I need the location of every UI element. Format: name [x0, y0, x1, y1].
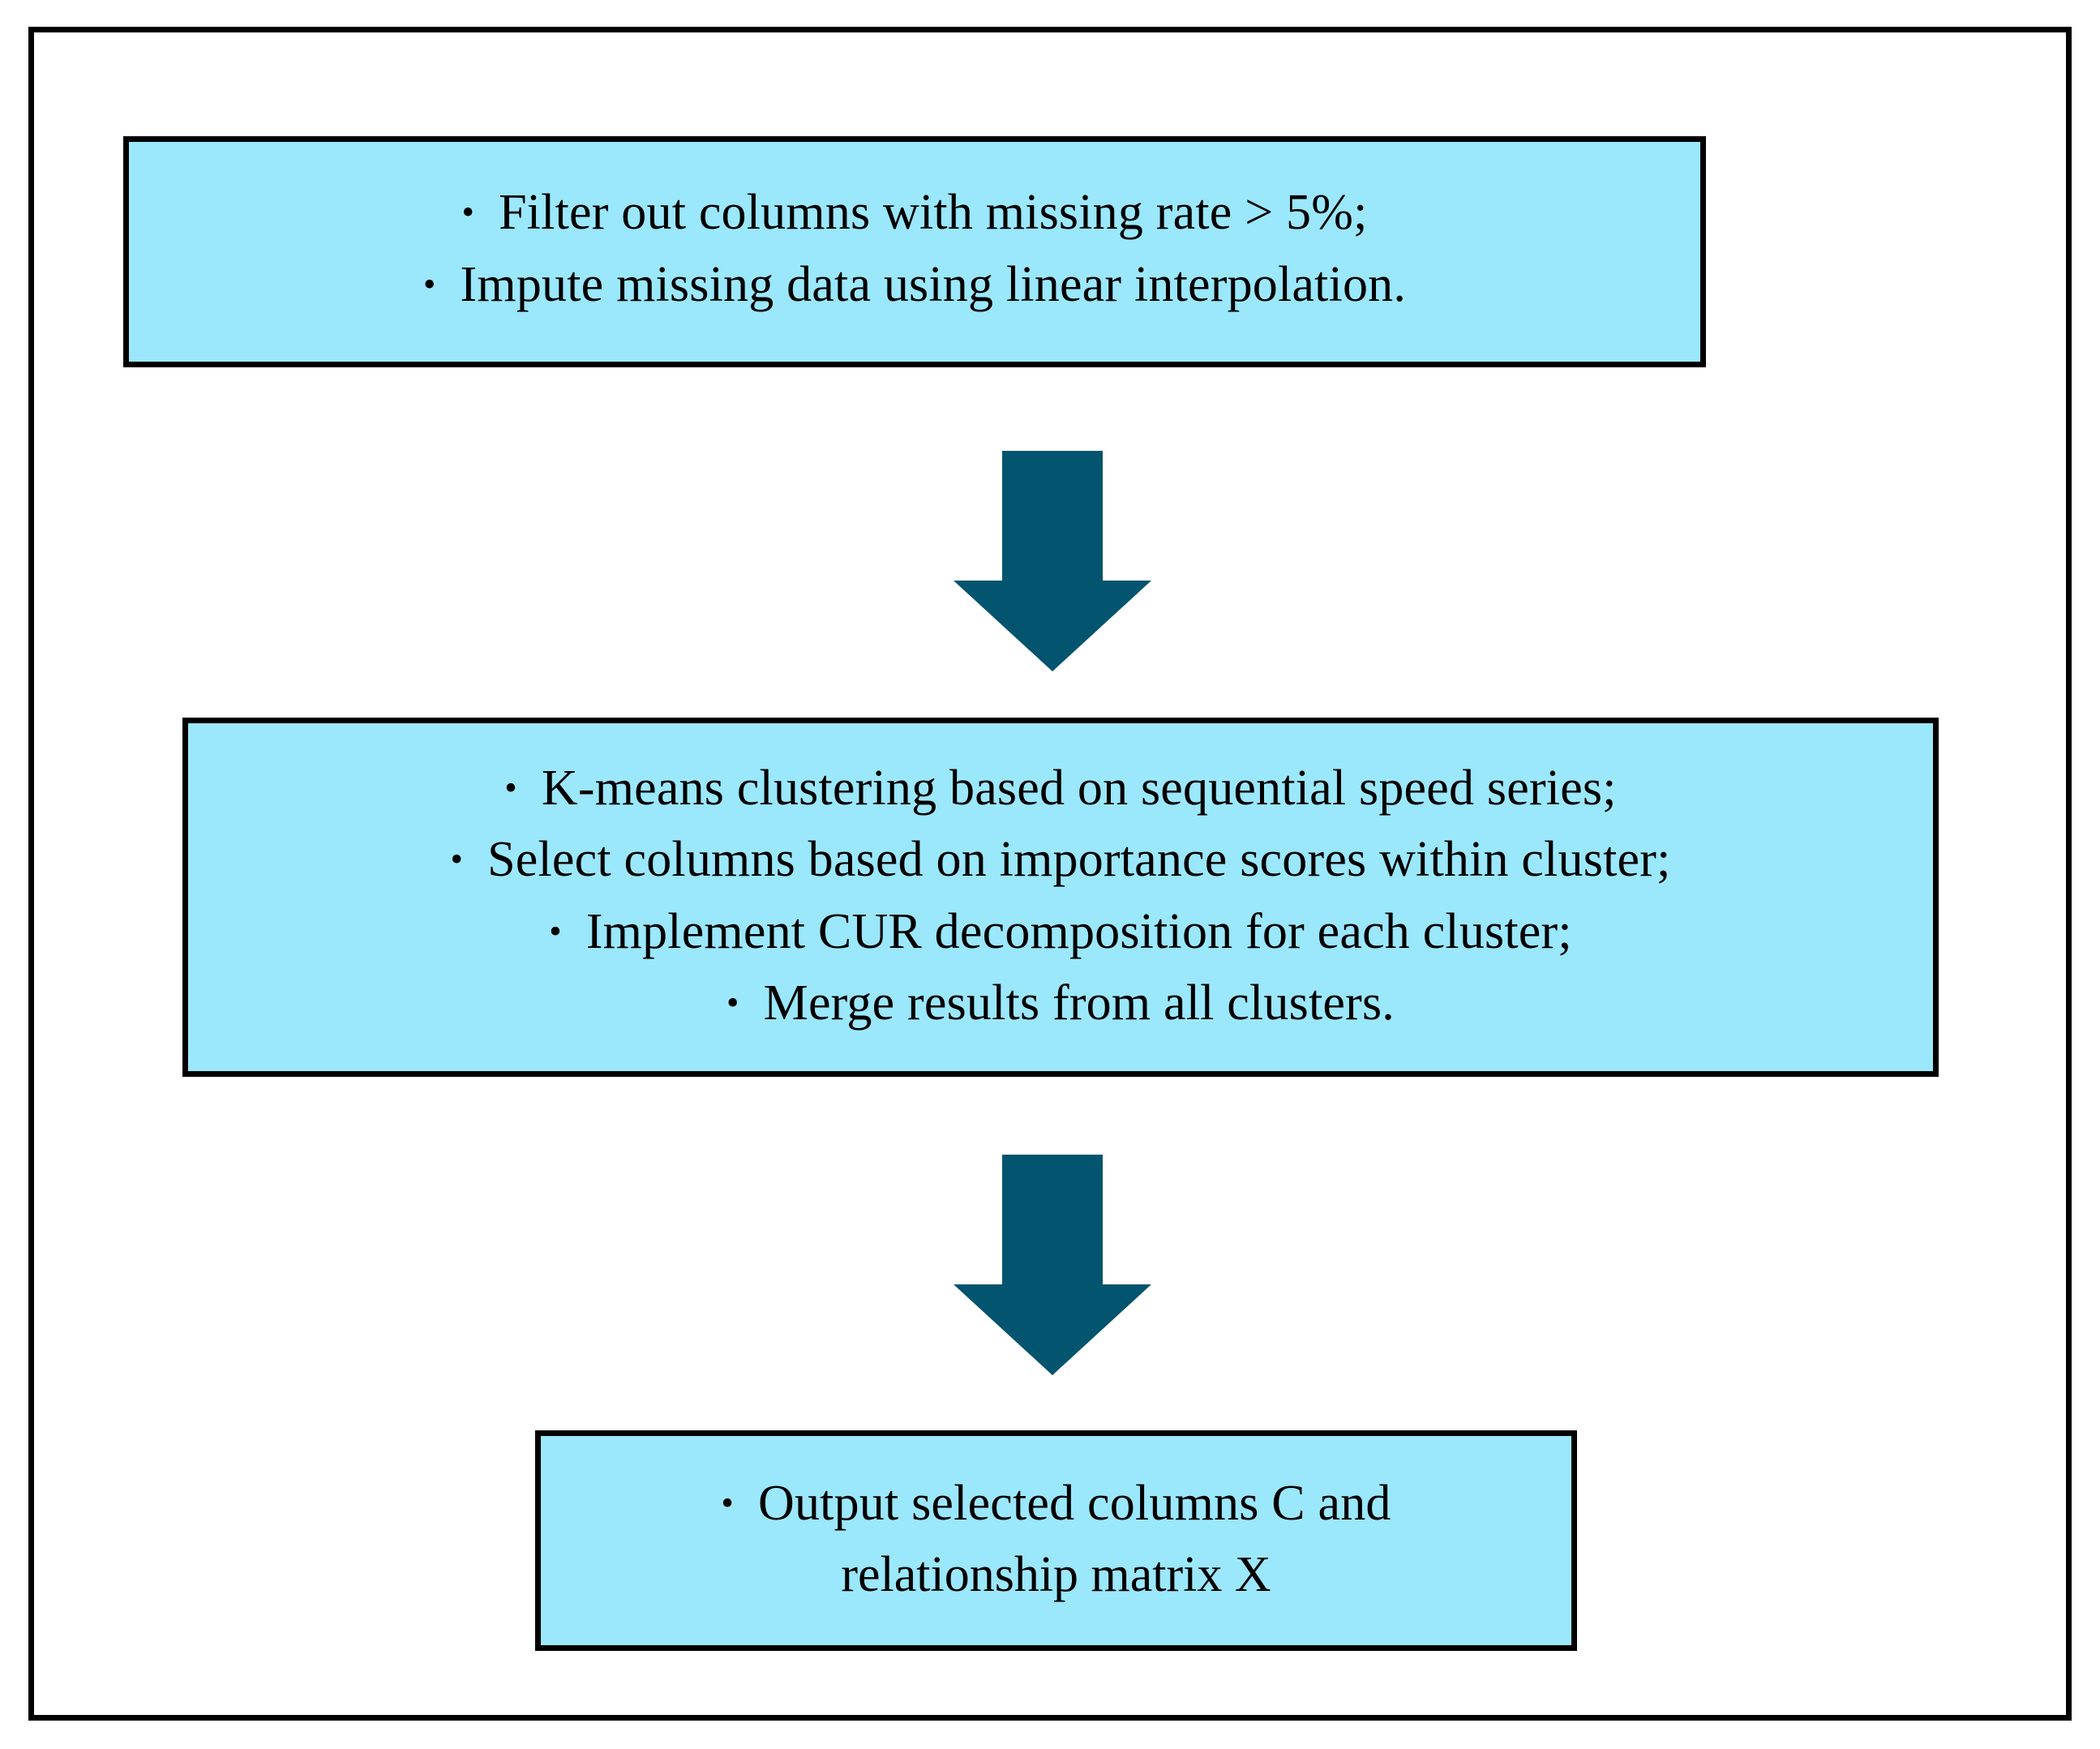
bullet-text: K-means clustering based on sequential s…: [541, 761, 1617, 817]
bullet-item: • Select columns based on importance sco…: [450, 824, 1670, 895]
bullet-dot-icon: •: [549, 911, 562, 951]
preprocessing-box: • Filter out columns with missing rate >…: [123, 136, 1706, 367]
bullet-item: • Merge results from all clusters.: [726, 967, 1395, 1039]
bullet-text-continuation: relationship matrix X: [841, 1547, 1271, 1602]
bullet-item: • Output selected columns C and: [721, 1468, 1391, 1539]
bullet-dot-icon: •: [461, 192, 475, 233]
bullet-text: Implement CUR decomposition for each clu…: [585, 903, 1572, 959]
bullet-dot-icon: •: [422, 264, 436, 304]
bullet-dot-icon: •: [450, 839, 464, 880]
bullet-dot-icon: •: [721, 1482, 734, 1523]
bullet-item: • K-means clustering based on sequential…: [504, 752, 1616, 824]
bullet-dot-icon: •: [726, 982, 739, 1022]
bullet-item: • Implement CUR decomposition for each c…: [549, 896, 1572, 967]
bullet-item: • Impute missing data using linear inter…: [423, 249, 1406, 320]
output-box: • Output selected columns C and relation…: [535, 1430, 1577, 1651]
bullet-text: Merge results from all clusters.: [763, 975, 1395, 1031]
diagram-outer-frame: [28, 27, 2072, 1721]
clustering-selection-box: • K-means clustering based on sequential…: [182, 718, 1939, 1077]
bullet-text: Select columns based on importance score…: [487, 832, 1671, 888]
bullet-dot-icon: •: [504, 768, 517, 808]
down-arrow-icon: [954, 451, 1151, 671]
bullet-text: Output selected columns C and: [757, 1475, 1391, 1531]
bullet-text: Impute missing data using linear interpo…: [460, 256, 1407, 312]
down-arrow-icon: [954, 1155, 1151, 1375]
bullet-item: • Filter out columns with missing rate >…: [461, 177, 1367, 248]
bullet-text: Filter out columns with missing rate > 5…: [499, 185, 1368, 241]
